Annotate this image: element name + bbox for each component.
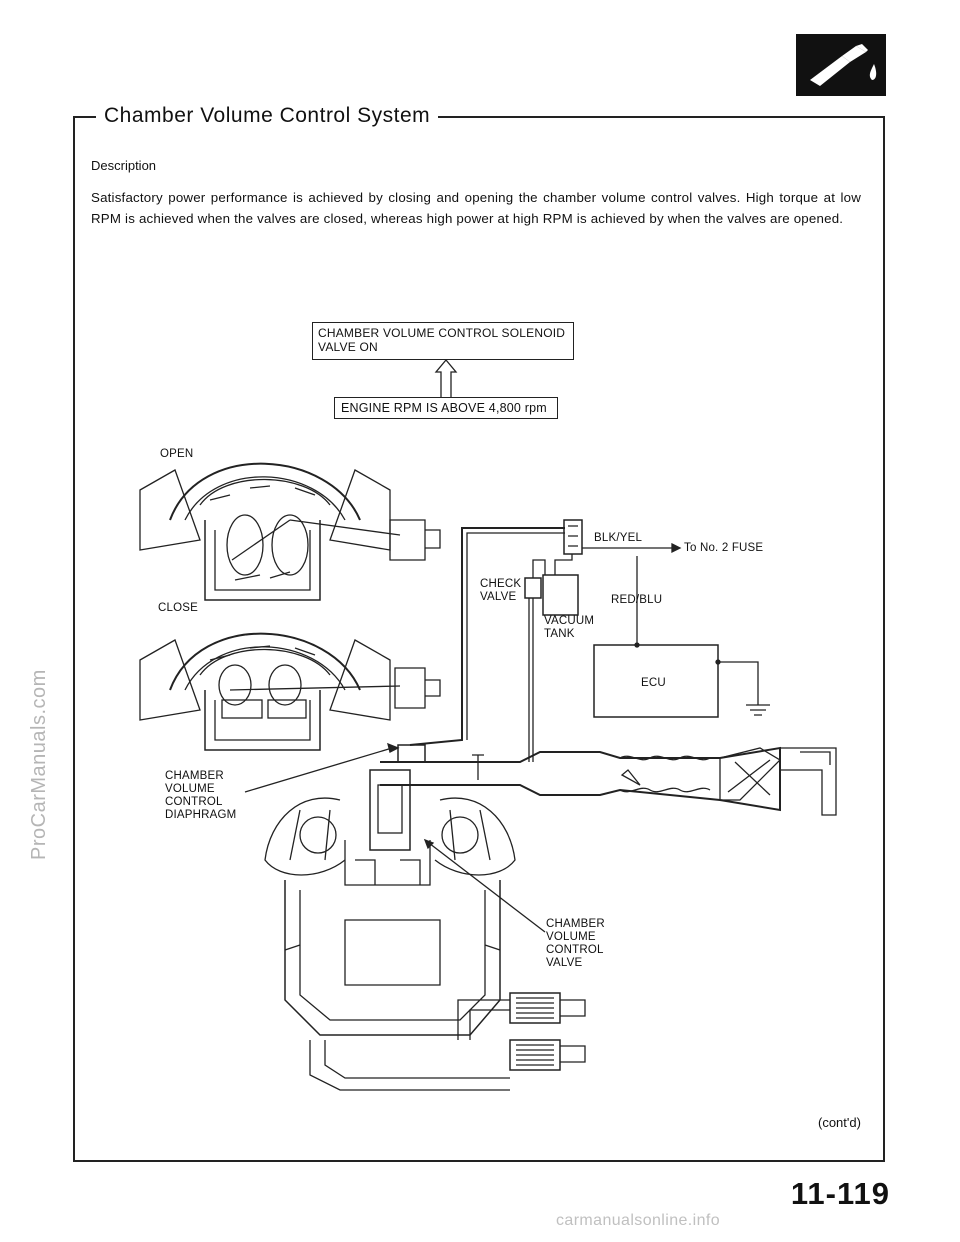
section-title: Chamber Volume Control System — [96, 104, 439, 128]
fuel-nozzle-icon — [796, 34, 886, 96]
watermark-bottom: carmanualsonline.info — [556, 1212, 721, 1229]
intake-close-drawing — [139, 632, 441, 751]
check-valve — [524, 577, 542, 599]
continued-note: (cont'd) — [818, 1115, 861, 1130]
description-heading: Description — [91, 158, 157, 173]
engine-drawing — [264, 769, 516, 1091]
intake-duct — [380, 746, 781, 812]
ecu-box — [593, 644, 719, 718]
label-ecu: ECU — [641, 677, 666, 689]
vacuum-hose — [409, 527, 565, 746]
content-frame — [73, 116, 885, 1162]
label-close: CLOSE — [158, 602, 198, 614]
solenoid-on-line2: VALVE ON — [318, 340, 378, 354]
page-number: 11-119 — [790, 1176, 890, 1211]
solenoid-valve — [563, 519, 583, 555]
label-blk-yel: BLK/YEL — [594, 532, 643, 544]
label-red-blu: RED/BLU — [611, 594, 663, 606]
watermark-side: ProCarManuals.com — [28, 669, 50, 860]
solenoid-on-line1: CHAMBER VOLUME CONTROL SOLENOID — [318, 326, 566, 340]
label-open: OPEN — [160, 448, 194, 460]
label-fuse: To No. 2 FUSE — [684, 542, 764, 554]
intake-open-drawing — [139, 462, 441, 601]
diaphragm — [397, 744, 426, 763]
vacuum-tank — [542, 574, 579, 616]
flow-arrow — [434, 358, 458, 398]
engine-rpm-box: ENGINE RPM IS ABOVE 4,800 rpm — [334, 397, 558, 419]
solenoid-on-box: CHAMBER VOLUME CONTROL SOLENOID VALVE ON — [312, 322, 574, 360]
engine-rpm-text: ENGINE RPM IS ABOVE 4,800 rpm — [341, 401, 547, 415]
exhaust-mufflers — [509, 992, 586, 1071]
description-text: Satisfactory power performance is achiev… — [91, 190, 861, 226]
